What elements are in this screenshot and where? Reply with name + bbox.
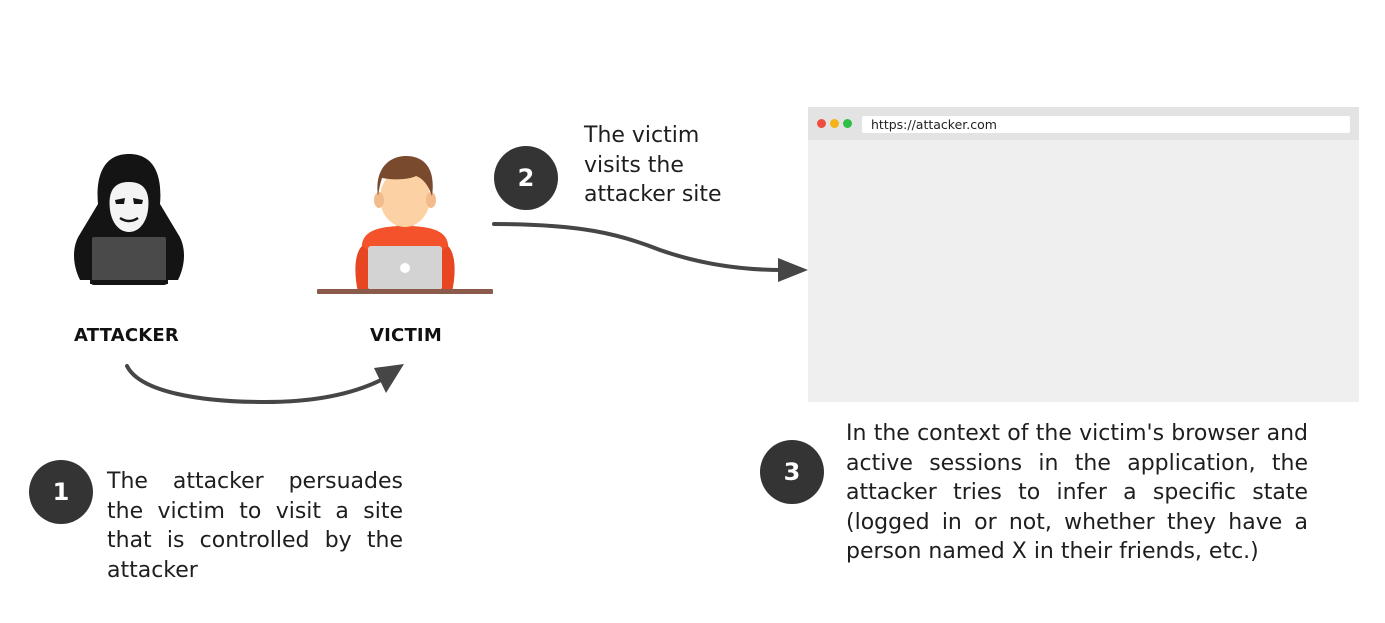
close-dot (817, 119, 826, 128)
step-2-description: The victim visits the attacker site (584, 123, 722, 207)
hacker-icon (74, 154, 184, 285)
maximize-dot (843, 119, 852, 128)
browser-toolbar: https://attacker.com (808, 107, 1359, 140)
step-1-description: The attacker persuades the victim to vis… (107, 469, 403, 583)
step-2-badge: 2 (494, 146, 558, 210)
step-3-description: In the context of the victim's browser a… (846, 421, 1308, 564)
victim-label: VICTIM (370, 325, 442, 346)
victim-icon (317, 156, 493, 294)
step-1-badge: 1 (29, 460, 93, 524)
address-bar: https://attacker.com (862, 116, 1350, 133)
browser-window-icon: https://attacker.com (808, 107, 1359, 402)
step-3-badge: 3 (760, 440, 824, 504)
minimize-dot (830, 119, 839, 128)
attacker-label: ATTACKER (74, 325, 179, 346)
